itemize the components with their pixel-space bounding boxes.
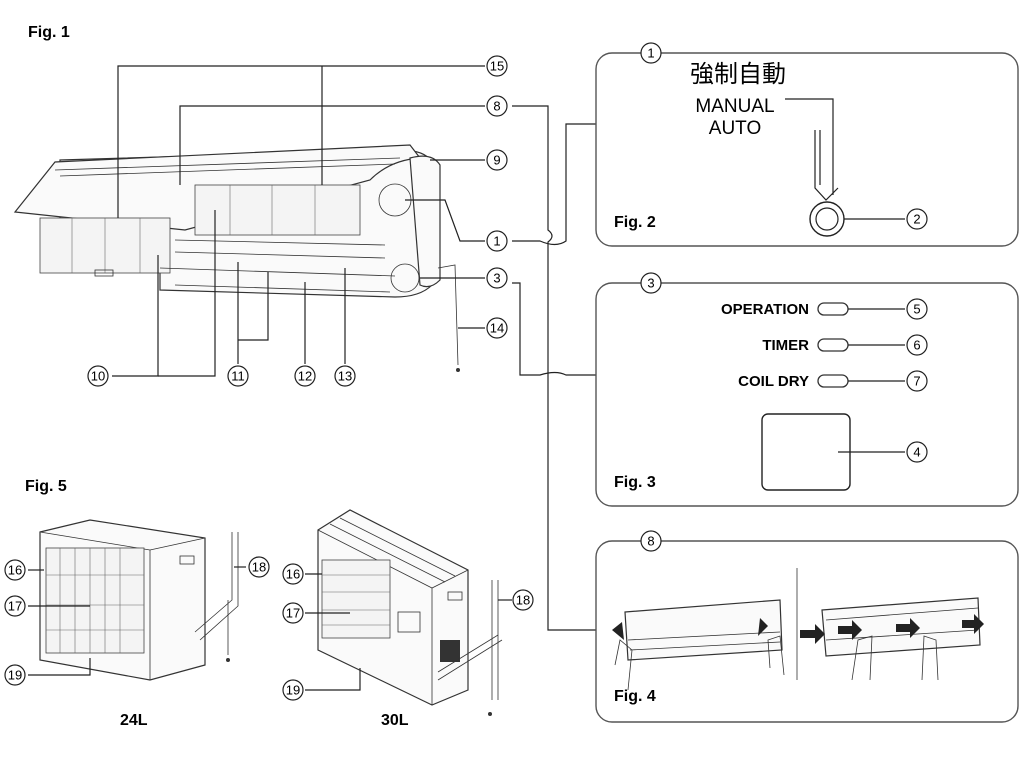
svg-text:1: 1: [647, 46, 654, 61]
fig3-label: Fig. 3: [614, 474, 656, 491]
svg-text:6: 6: [913, 338, 920, 353]
svg-text:8: 8: [493, 99, 500, 114]
operation-lamp: [817, 302, 849, 316]
callout-16-30l: 16: [282, 563, 304, 585]
fig2-label: Fig. 2: [614, 214, 656, 231]
callout-15: 15: [486, 55, 508, 77]
svg-text:7: 7: [913, 374, 920, 389]
outdoor-unit-30l-illustration: [317, 509, 503, 716]
callout-8-fig4: 8: [640, 530, 662, 552]
svg-text:17: 17: [286, 606, 300, 621]
svg-text:2: 2: [913, 212, 920, 227]
callout-14: 14: [486, 317, 508, 339]
model-24l-label: 24L: [120, 712, 148, 729]
svg-text:12: 12: [298, 369, 312, 384]
svg-text:4: 4: [913, 445, 920, 460]
svg-text:10: 10: [91, 369, 105, 384]
callout-8-fig1: 8: [486, 95, 508, 117]
callout-17-24l: 17: [4, 595, 26, 617]
signal-receiver: [761, 413, 851, 491]
svg-text:16: 16: [286, 567, 300, 582]
svg-text:5: 5: [913, 302, 920, 317]
callout-3-fig3: 3: [640, 272, 662, 294]
timer-lamp: [817, 338, 849, 352]
fig4-label: Fig. 4: [614, 688, 656, 705]
callout-18-24l: 18: [248, 556, 270, 578]
callout-1-fig1: 1: [486, 230, 508, 252]
fig1-leader-lines: [112, 65, 598, 631]
callout-19-30l: 19: [282, 679, 304, 701]
callout-10: 10: [87, 365, 109, 387]
coil-dry-lamp: [817, 374, 849, 388]
svg-text:3: 3: [647, 276, 654, 291]
front-panel-open-illustration: [612, 599, 785, 691]
coil-dry-label: COIL DRY: [738, 373, 809, 390]
svg-text:9: 9: [493, 153, 500, 168]
callout-11: 11: [227, 365, 249, 387]
fig4-panel: 8 Fig. 4: [595, 530, 1019, 723]
callout-19-24l: 19: [4, 664, 26, 686]
switch-label-manual: MANUAL: [695, 96, 774, 117]
callout-12: 12: [294, 365, 316, 387]
svg-text:16: 16: [8, 563, 22, 578]
svg-text:8: 8: [647, 534, 654, 549]
outdoor-unit-24l-illustration: [39, 519, 239, 681]
fig2-panel: 1 強制自動 MANUAL AUTO 2 Fig. 2: [595, 42, 1019, 247]
callout-2: 2: [906, 208, 928, 230]
switch-label-auto: AUTO: [709, 118, 761, 139]
callout-3-fig1: 3: [486, 267, 508, 289]
jp-switch-label: 強制自動: [690, 61, 786, 88]
svg-text:18: 18: [516, 593, 530, 608]
svg-text:13: 13: [338, 369, 352, 384]
callout-4: 4: [906, 441, 928, 463]
fig3-panel: 3 OPERATION 5 TIMER 6 COIL DRY 7 4 Fig. …: [595, 272, 1019, 507]
callout-1-fig2: 1: [640, 42, 662, 64]
callout-5: 5: [906, 298, 928, 320]
svg-text:15: 15: [490, 59, 504, 74]
indoor-unit-illustration: [13, 144, 460, 372]
model-30l-label: 30L: [381, 712, 409, 729]
fig1-label: Fig. 1: [28, 24, 70, 41]
svg-text:19: 19: [8, 668, 22, 683]
callout-7: 7: [906, 370, 928, 392]
svg-text:19: 19: [286, 683, 300, 698]
callout-9: 9: [486, 149, 508, 171]
svg-text:3: 3: [493, 271, 500, 286]
svg-text:11: 11: [231, 369, 245, 384]
svg-text:17: 17: [8, 599, 22, 614]
timer-label: TIMER: [762, 337, 809, 354]
fig5-label: Fig. 5: [25, 478, 67, 495]
front-panel-close-illustration: [800, 597, 984, 681]
callout-17-30l: 17: [282, 602, 304, 624]
svg-text:14: 14: [490, 321, 504, 336]
callout-16-24l: 16: [4, 559, 26, 581]
svg-text:18: 18: [252, 560, 266, 575]
svg-text:1: 1: [493, 234, 500, 249]
callout-13: 13: [334, 365, 356, 387]
callout-6: 6: [906, 334, 928, 356]
operation-label: OPERATION: [721, 301, 809, 318]
callout-18-30l: 18: [512, 589, 534, 611]
